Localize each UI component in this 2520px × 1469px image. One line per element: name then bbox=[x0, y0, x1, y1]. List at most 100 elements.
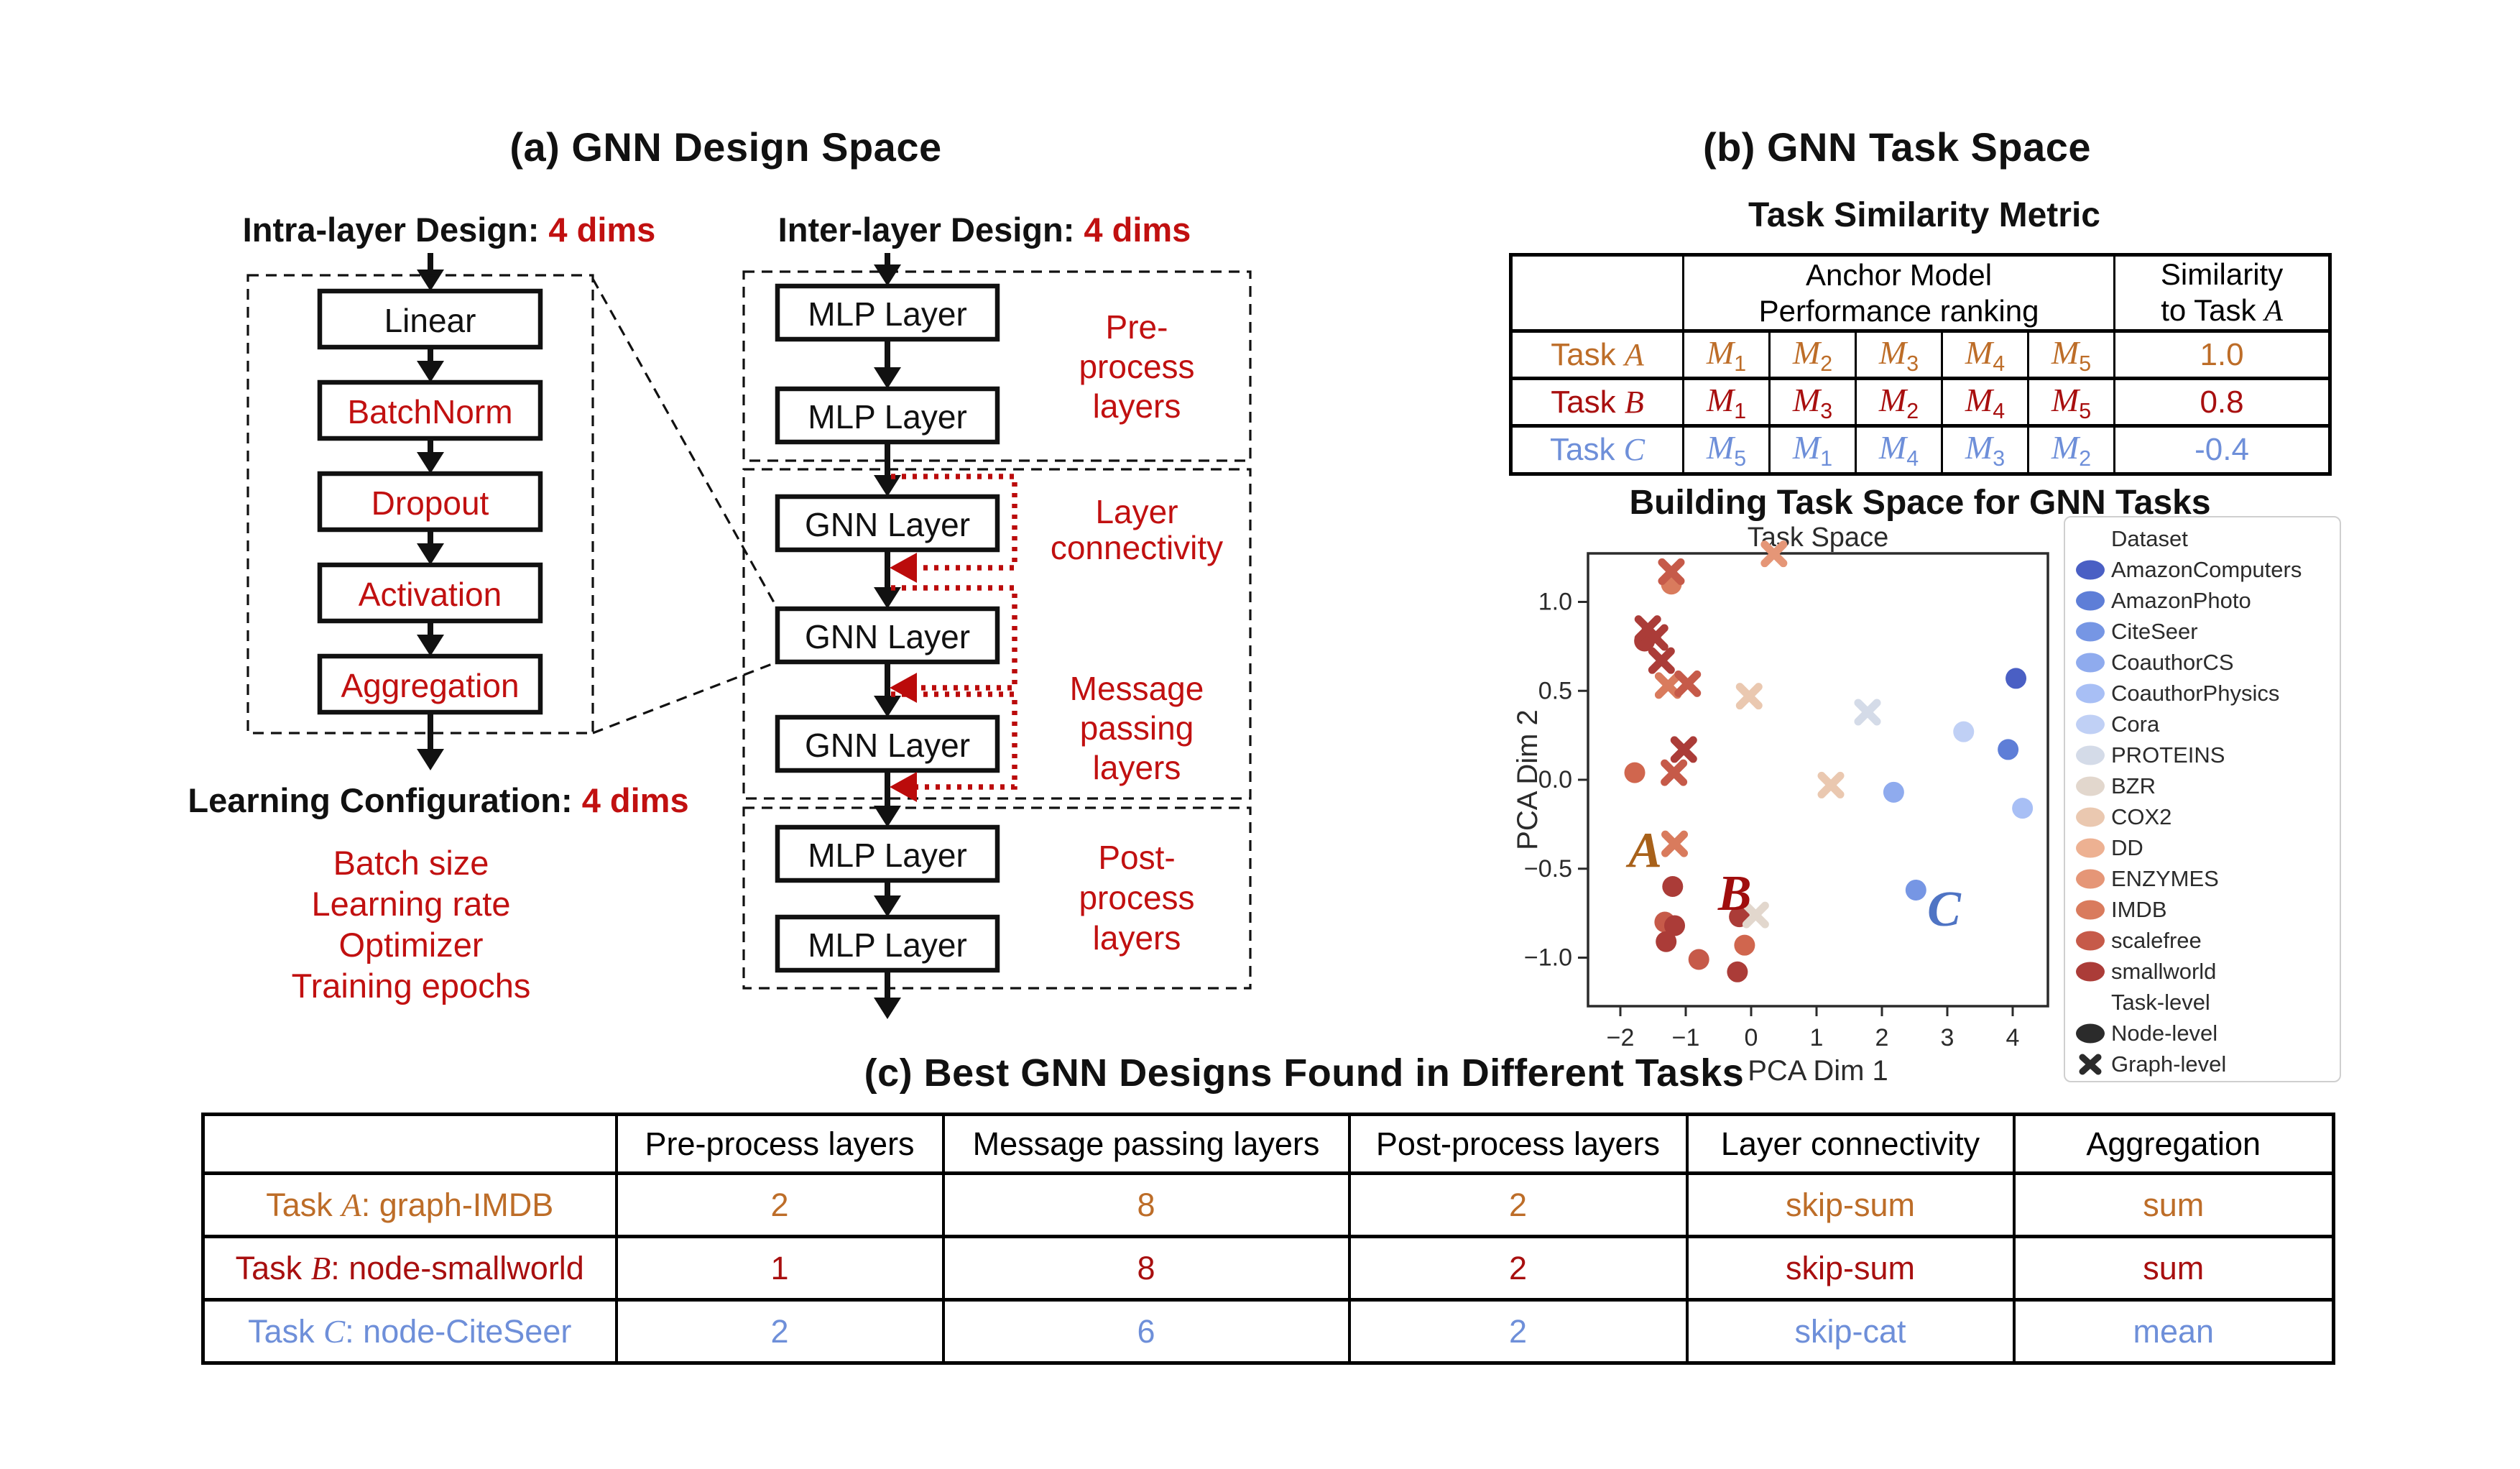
legend-item-CoauthorPhysics: CoauthorPhysics bbox=[2072, 678, 2335, 709]
legend-item-smallworld: smallworld bbox=[2072, 956, 2335, 987]
scatter-point-smallworld bbox=[1664, 915, 1686, 936]
table-b-model-cell: M3 bbox=[1941, 425, 2029, 475]
scatter-point-BZR bbox=[1742, 901, 1769, 929]
inter-layer-heading: Inter-layer Design: 4 dims bbox=[697, 210, 1272, 249]
dashed-group-box bbox=[742, 806, 1252, 990]
table-c-value-cell: 6 bbox=[941, 1298, 1351, 1365]
flow-box bbox=[775, 824, 1000, 883]
legend-item-CiteSeer-marker bbox=[2076, 622, 2105, 641]
scatter-point-AmazonComputers bbox=[2006, 668, 2027, 689]
table-b-model-cell: M2 bbox=[2026, 425, 2116, 475]
table-c-task-label: Task C: node-CiteSeer bbox=[201, 1298, 618, 1365]
scatter-point-ENZYMES bbox=[1760, 540, 1788, 568]
zoom-connector-line bbox=[592, 660, 778, 734]
scatter-point-smallworld bbox=[1662, 876, 1684, 897]
legend-dot-icon bbox=[2076, 1023, 2105, 1043]
skip-connection-arrowhead bbox=[890, 553, 917, 583]
scatter-point-PROTEINS bbox=[1854, 699, 1881, 726]
svg-text: A bbox=[1625, 824, 1662, 879]
scatter-point-COX2 bbox=[1817, 771, 1845, 798]
legend-item-Cora-label: Cora bbox=[2111, 711, 2160, 737]
legend-item-Node-level-marker-icon bbox=[2072, 1021, 2111, 1046]
panel-c-title: (c) Best GNN Designs Found in Different … bbox=[864, 1051, 1745, 1095]
legend-dot-icon bbox=[2076, 714, 2105, 734]
svg-text: −1.0 bbox=[1524, 944, 1572, 972]
task-space-title: Building Task Space for GNN Tasks bbox=[1629, 484, 2211, 522]
svg-text: layers bbox=[1093, 749, 1181, 786]
legend-dot-icon bbox=[2076, 838, 2105, 857]
metric-table-title: Task Similarity Metric bbox=[1748, 196, 2100, 234]
legend-item-Graph-level-marker-icon bbox=[2072, 1051, 2111, 1077]
dashed-group-box bbox=[742, 468, 1252, 800]
table-b-task-label: Task C bbox=[1510, 425, 1684, 475]
legend-item-PROTEINS-marker bbox=[2076, 745, 2105, 765]
svg-text: GNN Layer bbox=[805, 506, 970, 543]
svg-text: PCA Dim 2 bbox=[1512, 709, 1543, 850]
legend-item-scalefree-label: scalefree bbox=[2111, 927, 2202, 953]
table-c-value-cell: skip-cat bbox=[1685, 1298, 2016, 1365]
arrow-head bbox=[874, 367, 901, 389]
arrow-head bbox=[417, 452, 444, 474]
legend-item-IMDB-marker-icon bbox=[2072, 897, 2111, 923]
learning-config-heading: Learning Configuration: 4 dims bbox=[151, 780, 726, 820]
scatter-point-COX2 bbox=[1735, 683, 1763, 710]
legend-header-task-level: Task-level bbox=[2072, 987, 2335, 1018]
panel-b-title: (b) GNN Task Space bbox=[1702, 124, 2092, 170]
svg-text: B bbox=[1717, 866, 1752, 921]
svg-text: BatchNorm bbox=[347, 393, 512, 430]
svg-text: −1 bbox=[1672, 1024, 1700, 1051]
skip-connection-arrowhead bbox=[890, 673, 917, 703]
scatter-point-smallworld bbox=[1641, 624, 1669, 651]
legend-item-CoauthorCS: CoauthorCS bbox=[2072, 647, 2335, 678]
legend-item-smallworld-label: smallworld bbox=[2111, 958, 2217, 984]
table-b-model-cell: M3 bbox=[1768, 377, 1857, 428]
intra-heading-dims: 4 dims bbox=[548, 211, 656, 249]
scatter-point-scalefree bbox=[1658, 558, 1685, 585]
arrow-head bbox=[874, 587, 901, 609]
table-c-value-cell: 8 bbox=[941, 1171, 1351, 1238]
legend-item-AmazonComputers-marker bbox=[2076, 560, 2105, 579]
table-c-value-cell: sum bbox=[2012, 1235, 2335, 1302]
svg-text: MLP Layer bbox=[808, 295, 967, 333]
legend-item-ENZYMES-marker-icon bbox=[2072, 866, 2111, 892]
legend-item-CoauthorCS-label: CoauthorCS bbox=[2111, 649, 2234, 675]
table-b-model-cell: M5 bbox=[2026, 329, 2116, 380]
scatter-point-scalefree bbox=[1688, 949, 1709, 970]
table-b-model-cell: M1 bbox=[1682, 329, 1771, 380]
table-c-value-cell: 8 bbox=[941, 1235, 1351, 1302]
table-b-similarity-cell: 1.0 bbox=[2113, 329, 2332, 380]
legend-item-IMDB-label: IMDB bbox=[2111, 896, 2167, 922]
legend-dot-icon bbox=[2076, 900, 2105, 919]
legend-header-dataset: Dataset bbox=[2072, 523, 2335, 554]
legend-item-ENZYMES: ENZYMES bbox=[2072, 863, 2335, 894]
svg-text: Pre- bbox=[1106, 308, 1168, 346]
scatter-point-IMDB bbox=[1734, 934, 1755, 956]
legend-header-dataset-label: Dataset bbox=[2111, 525, 2188, 551]
table-b-model-cell: M2 bbox=[1768, 329, 1857, 380]
scatter-point-smallworld bbox=[1670, 736, 1697, 763]
svg-text: Message bbox=[1070, 670, 1204, 707]
table-c-task-label: Task A: graph-IMDB bbox=[201, 1171, 618, 1238]
arrow-head bbox=[874, 895, 901, 917]
table-c-column-header: Layer connectivity bbox=[1685, 1113, 2016, 1175]
table-b-model-cell: M4 bbox=[1855, 425, 1943, 475]
table-c-column-header: Pre-process layers bbox=[614, 1113, 945, 1175]
legend-item-smallworld-marker bbox=[2076, 962, 2105, 981]
scatter-point-scalefree bbox=[1674, 670, 1702, 697]
legend-item-PROTEINS-label: PROTEINS bbox=[2111, 742, 2225, 768]
svg-text: 1 bbox=[1810, 1024, 1824, 1051]
svg-text: MLP Layer bbox=[808, 398, 967, 436]
legend-dot-icon bbox=[2076, 653, 2105, 672]
arrow-head bbox=[417, 361, 444, 382]
scatter-point-smallworld bbox=[1648, 647, 1675, 674]
scatter-point-IMDB bbox=[1654, 672, 1681, 699]
legend-item-DD-marker-icon bbox=[2072, 835, 2111, 861]
legend-item-DD-marker bbox=[2076, 838, 2105, 857]
panel-a-title: (a) GNN Design Space bbox=[509, 124, 942, 170]
learning-config-item: Learning rate bbox=[311, 885, 511, 923]
